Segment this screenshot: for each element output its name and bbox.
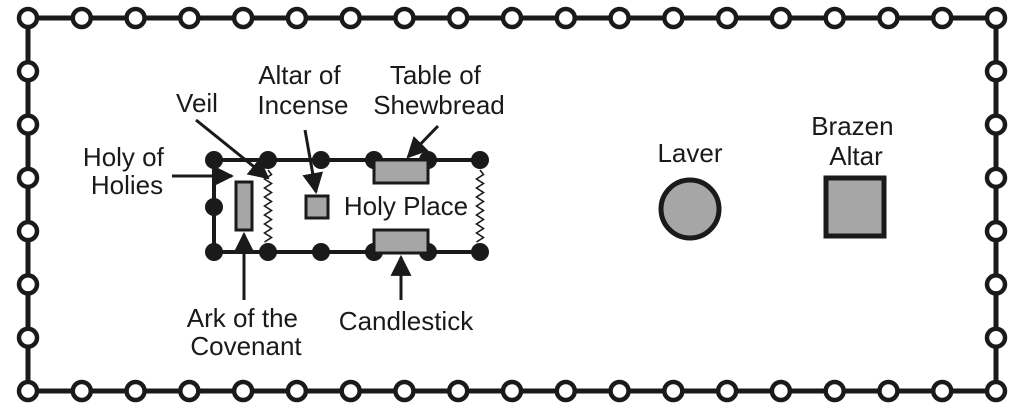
fence-post [715,379,739,403]
candlestick-shape [372,228,430,255]
altar-of-incense-arrow [302,129,324,195]
fence-post [500,379,524,403]
fence-post [984,379,1008,403]
ark-of-the-covenant-shape [234,180,254,232]
fence-post [231,379,255,403]
table-of-shewbread-label-line1: Table of [390,60,482,90]
fence-post [16,60,40,83]
fence-post [285,6,309,30]
fence-post [124,379,147,403]
tabernacle-pillar [205,151,223,169]
fence-post [984,60,1008,83]
altar-of-incense-label: Altar of Incense [257,60,348,120]
fence-post [16,219,40,243]
fence-post [984,326,1008,349]
fence-post [823,379,846,403]
fence-post [16,166,40,190]
fence-post [608,6,631,30]
holy-place-label: Holy Place [344,191,468,221]
veil-arrow [195,118,270,180]
fence-post [285,379,309,403]
fence-post [984,219,1008,243]
fence-post [554,6,578,30]
altar-of-incense-label-line1: Altar of [258,60,341,90]
fence-post [662,6,685,30]
laver-shape [658,177,722,241]
tabernacle-pillar [259,243,277,261]
brazen-altar-label-line1: Brazen [811,111,893,141]
fence-post [769,379,793,403]
holy-of-holies-label: Holy of Holies [83,142,171,200]
brazen-altar-label-line2: Altar [829,141,883,171]
ark-label-line2: Covenant [190,331,302,361]
fence-post [393,6,416,30]
fence-post [823,6,846,30]
fence-post [16,113,40,136]
fence-post [984,166,1008,190]
holy-of-holies-label-line2: Holies [91,170,163,200]
ark-label-line1: Ark of the [187,303,298,333]
fence-post [178,379,201,403]
tabernacle-pillar [205,243,223,261]
fence-post [500,6,524,30]
brazen-altar-label: Brazen Altar [811,111,901,171]
fence-post [554,379,578,403]
table-of-shewbread-label: Table of Shewbread [373,60,505,120]
fence-post [984,273,1008,296]
fence-post [70,6,94,30]
altar-of-incense-label-line2: Incense [257,90,348,120]
table-of-shewbread-arrow [406,124,440,159]
fence-post [16,6,40,30]
fence-post [877,379,900,403]
fence-post [930,379,954,403]
fence-post [984,113,1008,136]
table-of-shewbread-shape [372,158,430,185]
fence-post [877,6,900,30]
fence-post [608,379,631,403]
altar-of-incense-shape [304,194,330,220]
laver-label: Laver [657,138,722,168]
tabernacle-pillar [312,151,330,169]
label-arrows [172,118,440,300]
fence-post [393,379,416,403]
fence-post [769,6,793,30]
fence-post [339,379,362,403]
tabernacle-pillar [205,198,223,216]
fence-post [930,6,954,30]
fence-post [124,6,147,30]
candlestick-label: Candlestick [339,306,474,336]
tabernacle-pillar [471,243,489,261]
holy-of-holies-label-line1: Holy of [83,142,165,172]
ark-of-the-covenant-label: Ark of the Covenant [187,303,306,361]
fence-post [231,6,255,30]
fence-post [446,6,470,30]
fence-post [715,6,739,30]
fence-post [446,379,470,403]
veil-curtain [263,169,273,243]
fence-post [984,6,1008,30]
fence-post [16,379,40,403]
veil-label: Veil [176,88,218,118]
tabernacle-pillar [312,243,330,261]
brazen-altar-shape [823,175,887,239]
fence-post [178,6,201,30]
fence-post [662,379,685,403]
fence-post [16,273,40,296]
fence-post [70,379,94,403]
fence-post [339,6,362,30]
tabernacle-pillar [259,151,277,169]
fence-post [16,326,40,349]
table-of-shewbread-label-line2: Shewbread [373,90,505,120]
outer-court-fence [16,6,1008,403]
entrance-curtain [475,169,485,243]
tabernacle-pillar [471,151,489,169]
